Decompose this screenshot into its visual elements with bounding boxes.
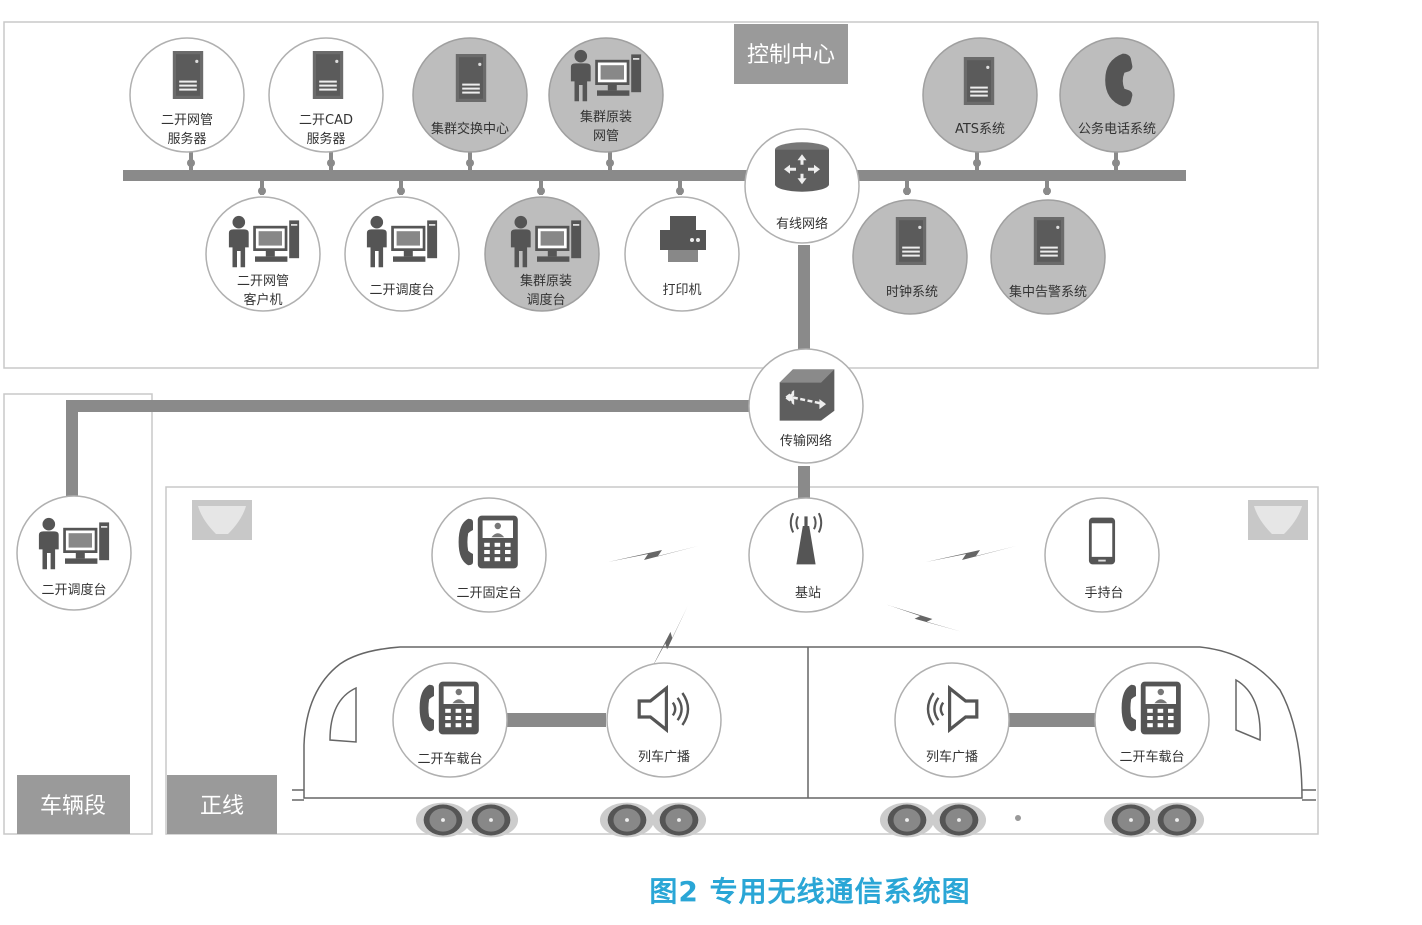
node-label: 调度台 — [526, 292, 565, 308]
control-center-label: 控制中心 — [747, 43, 835, 68]
train-body — [292, 646, 1316, 801]
figure-caption: 图2 专用无线通信系统图 — [649, 875, 971, 908]
server-icon — [455, 54, 487, 102]
pa-left-node — [606, 662, 722, 778]
node-label: 二开调度台 — [369, 282, 434, 298]
server-icon — [1033, 217, 1065, 265]
wheel-icon — [651, 802, 707, 838]
node-label: 打印机 — [662, 283, 701, 298]
node-label: 网管 — [593, 129, 619, 144]
lamp-icon — [192, 500, 252, 540]
wheel-icon — [599, 802, 655, 838]
wheel-icon — [879, 802, 935, 838]
dot-marker — [1015, 815, 1021, 821]
node-label: 列车广播 — [926, 749, 978, 765]
router-icon — [775, 142, 829, 192]
node-label: 手持台 — [1084, 586, 1123, 601]
wired-to-transport-link — [798, 245, 810, 350]
wheel-icon — [931, 802, 987, 838]
mainline-label: 正线 — [200, 794, 244, 819]
node-label: 集群原装 — [520, 273, 572, 289]
wireless-link-icon — [926, 546, 1016, 562]
lamp-icon — [1248, 500, 1308, 540]
node-label: 二开网管 — [161, 113, 213, 128]
wireless-link-icon — [886, 592, 962, 644]
node-label: 客户机 — [243, 292, 282, 308]
wheel-icon — [1149, 802, 1205, 838]
transport-to-depot-link — [66, 400, 752, 412]
node-label: 基站 — [795, 586, 821, 601]
transport-icon — [778, 367, 836, 423]
transport-to-base-link — [798, 466, 810, 498]
wheel-icon — [415, 802, 471, 838]
wheel-icon — [463, 802, 519, 838]
node-label: 服务器 — [306, 131, 345, 147]
depot-label-box — [17, 775, 130, 834]
node-label: 公务电话系统 — [1078, 121, 1156, 137]
lan-bus — [123, 170, 1186, 181]
node-label: 有线网络 — [776, 216, 828, 232]
pa-right-node — [894, 662, 1010, 778]
handheld-icon — [1088, 517, 1116, 565]
server-icon — [312, 51, 344, 99]
depot-drop-link — [66, 400, 78, 496]
node-label: 服务器 — [167, 131, 206, 147]
node-label: 集群交换中心 — [431, 121, 509, 137]
node-label: 二开车载台 — [1119, 749, 1184, 765]
bus-taps — [187, 152, 1120, 195]
wireless-link-icon — [608, 546, 698, 562]
control-center-frame — [3, 21, 1319, 369]
server-icon — [895, 217, 927, 265]
node-label: 二开网管 — [237, 274, 289, 289]
depot-label: 车辆段 — [40, 794, 106, 819]
server-icon — [963, 57, 995, 105]
node-label: 列车广播 — [638, 749, 690, 765]
node-label: 集群原装 — [580, 109, 632, 125]
node-label: 二开车载台 — [417, 751, 482, 767]
server-icon — [172, 51, 204, 99]
trunk-dispatch-node — [484, 196, 600, 312]
node-label: 二开固定台 — [456, 586, 521, 601]
control-center-label-box — [734, 24, 848, 84]
node-label: 传输网络 — [780, 433, 832, 449]
node-label: 时钟系统 — [886, 284, 938, 300]
node-label: 集中告警系统 — [1009, 284, 1087, 300]
node-label: ATS系统 — [955, 122, 1005, 137]
node-label: 二开CAD — [299, 113, 353, 128]
node-label: 二开调度台 — [41, 582, 106, 598]
mainline-frame — [165, 486, 1319, 835]
mainline-label-box — [167, 775, 277, 834]
